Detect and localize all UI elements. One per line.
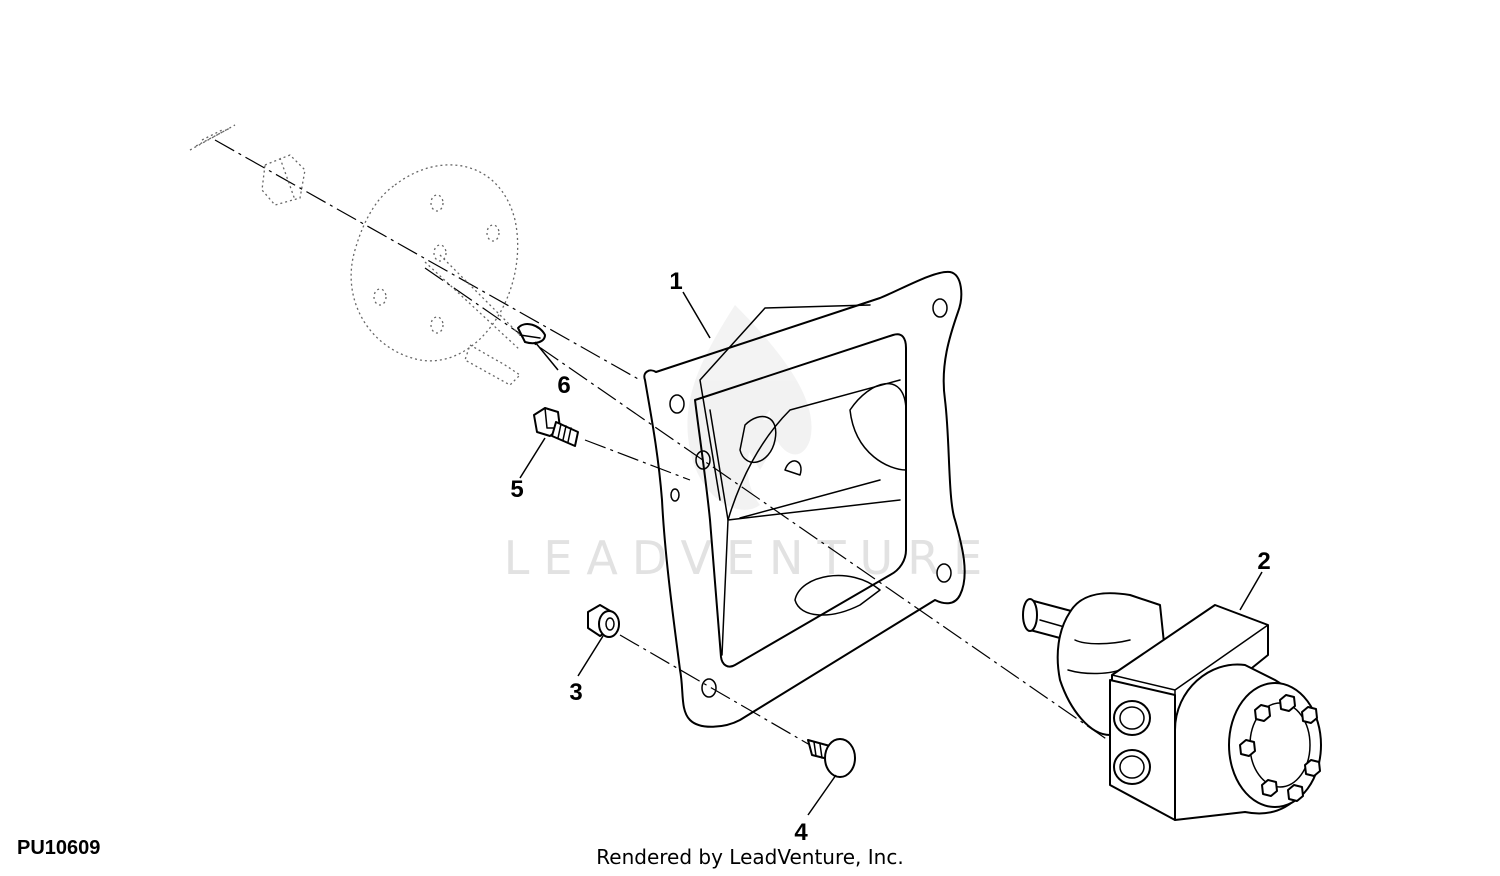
leader-3	[577, 635, 604, 677]
callout-labels: 1 2 3 4 5 6	[510, 268, 1270, 846]
leader-2	[1239, 571, 1263, 611]
leader-1	[682, 291, 711, 339]
ghost-hole	[373, 288, 387, 306]
leader-4	[807, 774, 837, 816]
housing-bolt-hole	[669, 394, 685, 414]
reference-parts-ghost	[189, 124, 526, 386]
figure-id: PU10609	[17, 837, 100, 859]
port-fitting	[1113, 749, 1151, 785]
callout-leaders	[519, 291, 1263, 816]
woodruff-key[interactable]	[517, 323, 546, 345]
watermark-text: LEADVENTURE	[504, 531, 997, 585]
centerline-bolt	[619, 634, 811, 746]
ghost-hole	[430, 194, 444, 212]
cap-screw[interactable]	[533, 407, 579, 447]
port-fitting	[1113, 700, 1151, 736]
callout-6: 6	[557, 372, 570, 399]
callout-4: 4	[794, 819, 808, 846]
housing-bolt-hole	[932, 298, 948, 318]
leader-5	[519, 437, 546, 479]
ghost-nut	[261, 154, 306, 206]
ghost-shaft	[424, 254, 526, 386]
steering-valve[interactable]	[1022, 592, 1322, 821]
end-cap-bolts	[1239, 694, 1321, 802]
render-credit: Rendered by LeadVenture, Inc.	[596, 845, 903, 869]
centerline-upper	[214, 139, 641, 381]
housing-bolt-hole	[695, 450, 711, 470]
housing-bolt-hole	[701, 678, 717, 698]
watermark: LEADVENTURE	[504, 305, 997, 585]
housing-bolt-hole	[670, 488, 680, 502]
ghost-hole	[433, 244, 447, 262]
carriage-bolt[interactable]	[807, 738, 856, 778]
ghost-plate	[350, 164, 519, 362]
callout-3: 3	[569, 679, 582, 706]
ghost-pin	[189, 124, 236, 151]
housing[interactable]	[643, 270, 966, 728]
housing-bolt-hole	[936, 563, 952, 583]
assembly-centerlines	[214, 139, 1116, 746]
leader-6	[534, 341, 559, 371]
callout-5: 5	[510, 476, 523, 503]
callout-2: 2	[1257, 548, 1270, 575]
ghost-hole	[486, 224, 500, 242]
centerline-screw	[584, 439, 691, 481]
callout-1: 1	[669, 268, 682, 295]
flange-nut[interactable]	[587, 604, 620, 638]
ghost-hole	[430, 316, 444, 334]
